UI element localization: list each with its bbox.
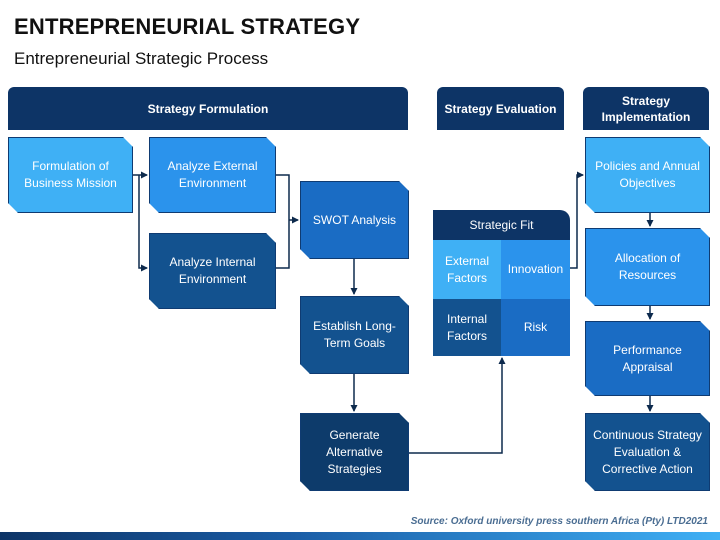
box-establish-long-term-goals: Establish Long-Term Goals	[300, 296, 409, 374]
page-title: ENTREPRENEURIAL STRATEGY	[14, 14, 361, 39]
box-analyze-external-environment: Analyze External Environment	[149, 137, 276, 213]
header-strategy-evaluation: Strategy Evaluation	[437, 87, 564, 130]
bottom-accent-bar	[0, 532, 720, 540]
box-swot-analysis: SWOT Analysis	[300, 181, 409, 259]
cell-internal-factors: Internal Factors	[433, 299, 501, 356]
box-performance-appraisal: Performance Appraisal	[585, 321, 710, 396]
box-continuous-strategy-evaluation: Continuous Strategy Evaluation & Correct…	[585, 413, 710, 491]
box-analyze-internal-environment: Analyze Internal Environment	[149, 233, 276, 309]
cell-innovation: Innovation	[501, 240, 570, 299]
header-strategy-implementation: Strategy Implementation	[583, 87, 709, 130]
box-business-mission: Formulation of Business Mission	[8, 137, 133, 213]
strategic-fit-title: Strategic Fit	[433, 210, 570, 240]
box-allocation-of-resources: Allocation of Resources	[585, 228, 710, 306]
box-generate-alternative-strategies: Generate Alternative Strategies	[300, 413, 409, 491]
source-note: Source: Oxford university press southern…	[410, 516, 708, 527]
page-subtitle: Entrepreneurial Strategic Process	[14, 49, 269, 68]
cell-risk: Risk	[501, 299, 570, 356]
cell-external-factors: External Factors	[433, 240, 501, 299]
header-strategy-formulation: Strategy Formulation	[8, 87, 408, 130]
box-policies-annual-objectives: Policies and Annual Objectives	[585, 137, 710, 213]
